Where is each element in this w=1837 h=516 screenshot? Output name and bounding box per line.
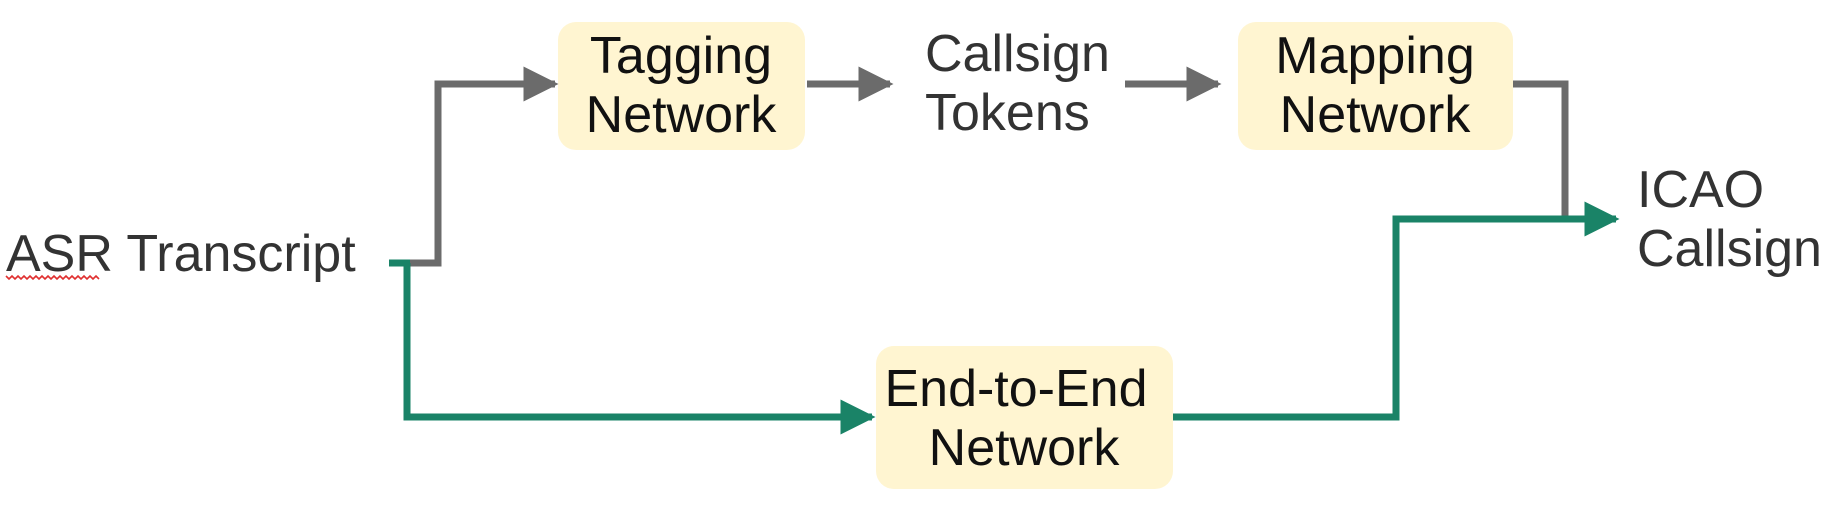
mapping-network-label-line2: Network: [1280, 86, 1472, 144]
asr-transcript-label: ASR Transcript: [6, 225, 356, 283]
edge-asr-to-end-to-end-main: [403, 263, 876, 435]
icao-callsign-label-line2: Callsign: [1637, 220, 1822, 278]
edge-asr-to-tagging: [389, 66, 559, 267]
end-to-end-network-label-line2: Network: [929, 419, 1121, 477]
edge-mapping-to-icao: [1513, 80, 1569, 220]
callsign-tokens-label-line1: Callsign: [925, 25, 1110, 83]
icao-callsign-label-line1: ICAO: [1637, 161, 1764, 219]
tagging-network-box: [558, 22, 805, 150]
mapping-network-label-line1: Mapping: [1275, 27, 1474, 85]
end-to-end-network-box: [876, 346, 1173, 489]
mapping-network-box: [1238, 22, 1513, 150]
tagging-network-label-line2: Network: [586, 86, 778, 144]
edge-end-to-end-to-icao: [1173, 201, 1620, 421]
tagging-network-label-line1: Tagging: [590, 27, 772, 85]
callsign-tokens-label-line2: Tokens: [925, 84, 1090, 142]
end-to-end-network-label-line1: End-to-End: [884, 360, 1147, 418]
spellcheck-underline: [5, 274, 100, 281]
